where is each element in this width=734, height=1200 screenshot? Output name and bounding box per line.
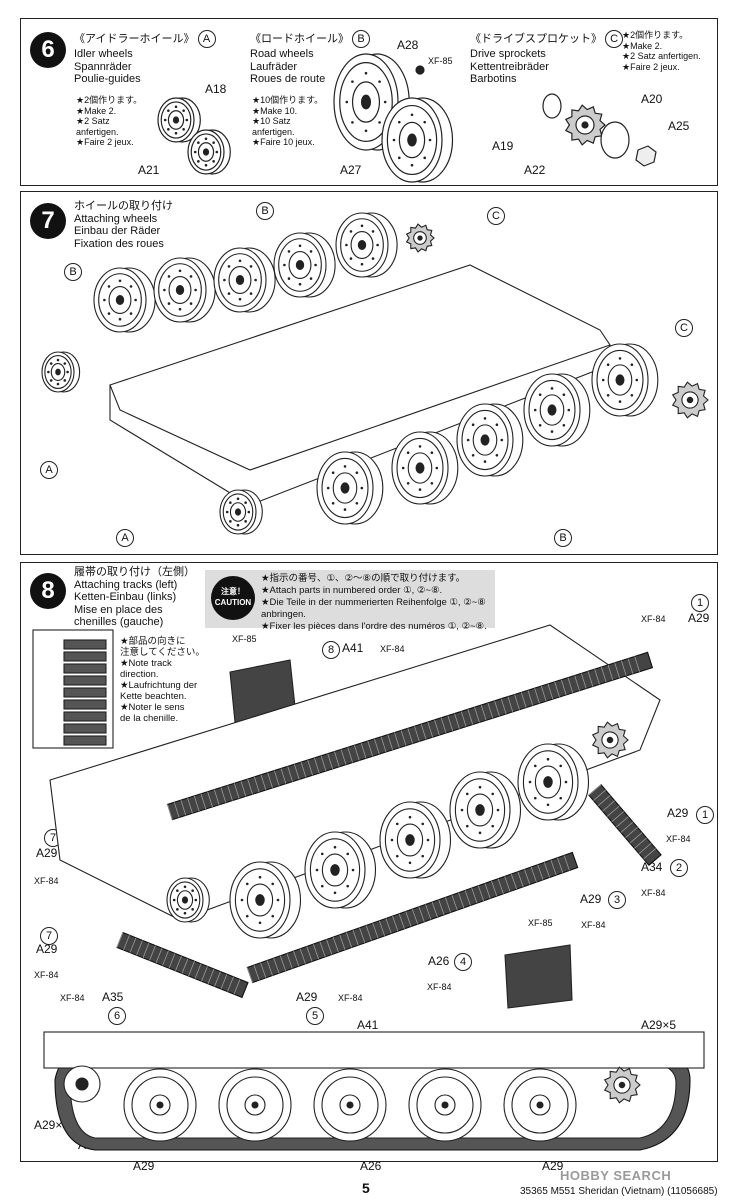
road-wheels-title: 《ロードホイール》 B Road wheels Laufräder Roues … (250, 30, 371, 86)
order-7-a: 7 (44, 829, 62, 847)
order-4: 4 (454, 953, 472, 971)
order-7-b: 7 (40, 927, 58, 945)
order-1-top: 1 (691, 594, 709, 612)
part-a29-5: A29 (296, 990, 318, 1004)
part-a35-6: A35 (102, 990, 124, 1004)
paint-xf84-7a: XF-84 (34, 876, 59, 886)
order-6: 6 (108, 1007, 126, 1025)
part-a29-3: A29 (580, 892, 602, 906)
part-a29-7a: A29 (36, 846, 58, 860)
sprocket-title: 《ドライブスプロケット》 C Drive sprockets Kettentre… (470, 30, 624, 86)
part-a22: A22 (524, 163, 546, 177)
badge-b: B (352, 30, 371, 48)
caution-box: 注意！ CAUTION ★指示の番号、①、②〜⑧の順で取り付けます。 ★Atta… (205, 570, 495, 632)
side-a29-right: A29 (542, 1159, 564, 1173)
part-a25: A25 (668, 119, 690, 133)
paint-xf84-5: XF-84 (338, 993, 363, 1003)
order-8: 8 (322, 641, 340, 659)
step7-badge-b-left: B (64, 263, 82, 281)
part-a29-r2: A29 (667, 806, 689, 820)
paint-xf84-a34: XF-84 (641, 888, 666, 898)
side-a29x5-right: A29×5 (641, 1018, 677, 1032)
step7-badge-c-top: C (487, 207, 505, 225)
part-a20: A20 (641, 92, 663, 106)
paint-xf85-top: XF-85 (232, 634, 257, 644)
part-a21: A21 (138, 163, 160, 177)
part-a18: A18 (205, 82, 227, 96)
side-a29-left: A29 (133, 1159, 155, 1173)
order-2: 2 (670, 859, 688, 877)
part-a26-4: A26 (428, 954, 450, 968)
paint-xf84-7b: XF-84 (34, 970, 59, 980)
part-a28: A28 (397, 38, 419, 52)
step7-badge-b-top: B (256, 202, 274, 220)
order-1-right: 1 (696, 806, 714, 824)
step7-badge-a-bottom: A (116, 529, 134, 547)
badge-a: A (197, 30, 216, 48)
caution-lines: ★指示の番号、①、②〜⑧の順で取り付けます。 ★Attach parts in … (261, 573, 487, 632)
step-8-title: 履帯の取り付け（左側） Attaching tracks (left) Kett… (74, 566, 195, 628)
paint-xf84-3: XF-84 (581, 920, 606, 930)
idler-wheels-title: 《アイドラーホイール》 A Idler wheels Spannräder Po… (74, 30, 216, 86)
order-3: 3 (608, 891, 626, 909)
paint-xf84-r1: XF-84 (641, 614, 666, 624)
paint-xf84-a41: XF-84 (380, 644, 405, 654)
product-code: 35365 M551 Sheridan (Vietnam) (11056685) (520, 1186, 718, 1197)
step-7-number: 7 (30, 203, 66, 239)
side-a41: A41 (357, 1018, 379, 1032)
paint-xf85-step6: XF-85 (428, 56, 453, 66)
step-8-number: 8 (30, 573, 66, 609)
side-a26: A26 (360, 1159, 382, 1173)
side-a29x5-left: A29×5 (34, 1118, 70, 1132)
watermark: HOBBY SEARCH (560, 1168, 672, 1183)
paint-xf84-4: XF-84 (427, 982, 452, 992)
part-a19: A19 (492, 139, 514, 153)
part-a29-r1: A29 (688, 611, 710, 625)
step-6-number: 6 (30, 32, 66, 68)
caution-badge: 注意！ CAUTION (211, 576, 255, 620)
page-number: 5 (362, 1180, 370, 1196)
order-5: 5 (306, 1007, 324, 1025)
step7-badge-b-bottom: B (554, 529, 572, 547)
side-a34: A34 (606, 1136, 628, 1150)
badge-c: C (605, 30, 624, 48)
part-a41-top: A41 (342, 641, 364, 655)
paint-xf84-r2: XF-84 (666, 834, 691, 844)
part-a34: A34 (641, 860, 663, 874)
paint-xf84-a35: XF-84 (60, 993, 85, 1003)
sprocket-notes: ★2個作ります。★Make 2.★2 Satz anfertigen.★Fair… (622, 30, 701, 72)
step7-badge-a-left: A (40, 461, 58, 479)
step-7-title: ホイールの取り付け Attaching wheels Einbau der Rä… (74, 200, 173, 250)
paint-xf85-bottom: XF-85 (528, 918, 553, 928)
step7-badge-c-right: C (675, 319, 693, 337)
part-a29-7b: A29 (36, 942, 58, 956)
side-a35: A35 (78, 1138, 100, 1152)
part-a27: A27 (340, 163, 362, 177)
